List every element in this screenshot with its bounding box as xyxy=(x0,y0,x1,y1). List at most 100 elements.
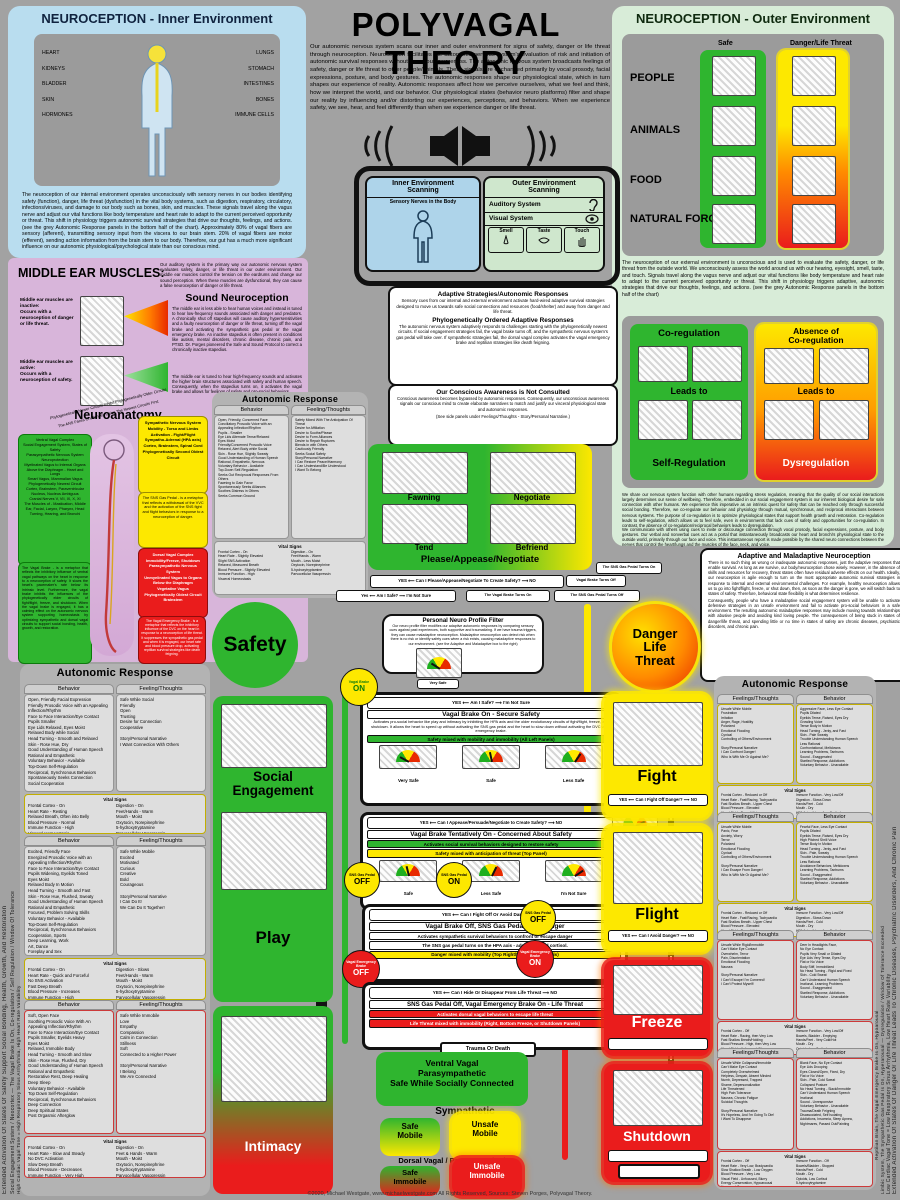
behavior-header: Behavior xyxy=(24,684,114,694)
danger-state-circle: Danger Life Threat xyxy=(612,604,698,690)
human-body-icon xyxy=(141,44,173,177)
fawning-label: Fawning xyxy=(407,493,441,502)
panel-ar-center: Autonomic Response Behavior Open, Friend… xyxy=(212,392,368,598)
ar-right-title: Autonomic Response xyxy=(741,679,849,690)
ar-center-behavior: Open, Friendly, Concerned Face Conciliat… xyxy=(214,415,289,539)
inner-scanning-subtitle: Sensory Nerves in the Body xyxy=(389,198,457,205)
outer-environment-title: NEUROCEPTION - Outer Environment xyxy=(635,11,871,26)
threat-animal-image xyxy=(792,106,836,146)
flow-rail-red xyxy=(562,948,568,1160)
feelings-header: Feeling/Thoughts xyxy=(291,405,366,415)
safe-immobile-box: Safe Immobile xyxy=(380,1166,440,1196)
fight-image xyxy=(613,702,703,766)
safe-food-image xyxy=(712,156,756,196)
safe-mobile-box: Safe Mobile xyxy=(380,1118,440,1156)
left-margin-text-3: High Cardiac Vagal Tone = High Respirato… xyxy=(16,985,21,1194)
dysregulation-image xyxy=(819,400,869,440)
inner-environment-text: The neuroception of our internal environ… xyxy=(22,192,292,251)
coregulation-image xyxy=(692,346,742,382)
negotiate-label: Negotiate xyxy=(513,493,551,502)
conscious-awareness-title: Our Conscious Awareness is Not Consulted xyxy=(436,389,570,396)
feelings-header: Feelings/Thoughts xyxy=(717,930,794,940)
flow-box-secure-safety: YES ⟵ Am I Safe? ⟶ I'm Not Sure Vagal Br… xyxy=(360,692,622,806)
befriend-image xyxy=(490,504,576,544)
vital-signs-header: Vital Signs xyxy=(103,1139,127,1144)
sns-on-pill: The SNS Gas Pedal Turns On xyxy=(596,562,662,574)
sound-neuroception-text-2: The middle ear is tuned to hear high-fre… xyxy=(172,374,302,395)
unsafe-immobile-box: Unsafe Immobile xyxy=(452,1158,522,1196)
inner-scanning-title: Inner Environment Scanning xyxy=(367,178,479,198)
play-behavior: Excited, Friendly Face Energized Prosodi… xyxy=(24,846,114,956)
dysregulation-image xyxy=(764,400,814,440)
play-feelings: Safe While Mobile Excited Motivated Curi… xyxy=(116,846,206,956)
behavior-header: Behavior xyxy=(796,930,873,940)
outer-scanning-box: Outer Environment Scanning Auditory Syst… xyxy=(483,176,605,272)
box1-desc: Activates pro-social behavior like play … xyxy=(371,719,611,734)
shutdown-feelings: Unsafe While Collapsed/Immobile Can't Ma… xyxy=(717,1058,794,1150)
self-regulation-label: Self-Regulation xyxy=(652,458,726,469)
am-i-safe-pill: Yes ⟵ Am I Safe? ⟶ I'm Not Sure xyxy=(336,590,456,602)
ear-diagram-active xyxy=(80,356,124,406)
flight-question-pill: YES ⟵ Can I Avoid Danger? ⟶ NO xyxy=(608,930,708,942)
dorsal-vagal-complex-box: Dorsal Vagal Complex Immobility/Freeze, … xyxy=(138,548,208,618)
box2-yellow-strip: Safety mixed with anticipation of threat… xyxy=(367,849,615,858)
feelings-header: Feeling/Thoughts xyxy=(116,836,206,846)
nose-icon xyxy=(503,233,509,244)
sns-gas-pedal-box: The SNS Gas Pedal - is a metaphor that r… xyxy=(138,492,208,548)
conscious-awareness-box: Our Conscious Awareness is Not Consulted… xyxy=(388,384,618,446)
threat-person-image xyxy=(792,56,836,96)
mouth-icon xyxy=(538,237,550,244)
social-engagement-image xyxy=(221,704,327,768)
shutdown-behavior: Blank Face, No Eye Contact Eye Lids Droo… xyxy=(796,1058,873,1150)
left-margin-text-1: Extended Activation Of States Of Safety … xyxy=(2,905,8,1194)
vagal-brake-on-pill: The Vagal Brake Turns On xyxy=(466,590,550,602)
right-margin-text-2: Low Cardiac Vagal Tone = Low Respiratory… xyxy=(886,973,892,1194)
row-label-people: PEOPLE xyxy=(630,72,675,84)
box1-green-strip: Safety mixed with mobility and immobilit… xyxy=(367,735,615,744)
box3-question: YES ⟵ Can I Fight Off Or Avoid Danger? ⟶… xyxy=(369,909,621,921)
threat-explosion-image xyxy=(792,156,836,196)
behavior-header: Behavior xyxy=(796,694,873,704)
right-margin-text-3: Limbic System, The Sympathetic Gas Pedal… xyxy=(880,925,885,1194)
box3-white-1: Activates sympathetic survival behaviors… xyxy=(369,932,621,941)
right-margin-text-4: Reptilian Brain, The Vagal Emergency Bra… xyxy=(874,1010,879,1160)
coregulation-label: Co-regulation xyxy=(658,328,720,339)
intimacy-label: Intimacy xyxy=(244,1138,302,1154)
intimacy-state-block: Intimacy xyxy=(213,1006,333,1194)
behavior-header: Behavior xyxy=(24,836,114,846)
shutdown-vitals: Vital Signs Frontal Cortex - Off Heart R… xyxy=(717,1151,873,1187)
flow-box-concerned-safety: YES ⟵ Can I Appease/Persuade/Negotiate t… xyxy=(360,812,622,910)
fight-behavior: Aggressive Face, Less Eye Contact Pupils… xyxy=(796,704,873,784)
please-appease-caption: Please/Appease/Negotiate xyxy=(420,554,540,565)
ar-center-feelings: Safety Mixed With The Anticipation Of Th… xyxy=(291,415,366,539)
dysregulation-image xyxy=(819,348,869,384)
leads-to-label: Leads to xyxy=(670,386,708,396)
row-label-animals: ANIMALS xyxy=(630,124,681,136)
please-appease-box: Fawning Negotiate Tend Befriend Please/A… xyxy=(368,444,592,570)
row-label-food: FOOD xyxy=(630,174,662,186)
safety-label: Safety xyxy=(223,633,287,656)
negotiate-image xyxy=(490,452,576,494)
conscious-awareness-text: Conscious awareness becomes bypassed by … xyxy=(396,396,610,412)
behavior-header: Behavior xyxy=(214,405,289,415)
social-vitals: Vital Signs Frontal Cortex - On Heart Ra… xyxy=(24,794,206,834)
gauge2-less-safe: Less Safe xyxy=(480,890,502,896)
play-image xyxy=(221,812,327,890)
organ-labels-left: HEART KIDNEYS BLADDER SKIN HORMONES xyxy=(42,50,73,119)
feelings-header: Feeling/Thoughts xyxy=(116,1000,206,1010)
feelings-header: Feelings/Thoughts xyxy=(717,812,794,822)
vital-signs-header: Vital Signs xyxy=(784,788,806,793)
very-safe-caption: Very Safe xyxy=(417,679,459,689)
box4-question: YES ⟵ Can I Hide Or Disappear From Life … xyxy=(369,987,621,999)
box3-title: Vagal Brake Off, SNS Gas Pedal On - Dang… xyxy=(369,922,621,931)
vital-signs-header: Vital Signs xyxy=(784,1154,806,1159)
neuro-profile-filter-text: Our neuro profile filter modifies our ad… xyxy=(389,624,537,646)
vagal-brake-off-pill: Vagal Brake Turns Off xyxy=(566,575,626,587)
